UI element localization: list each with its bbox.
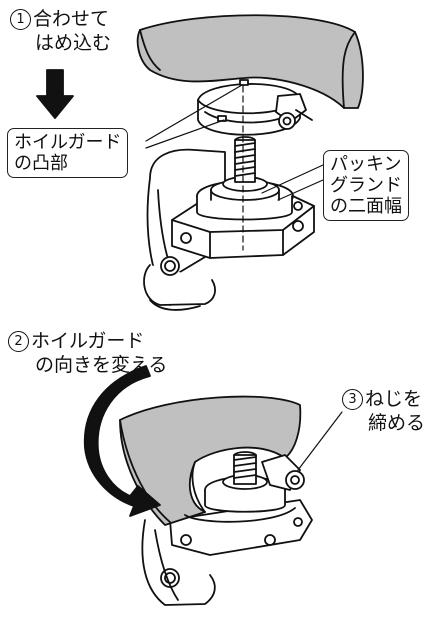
top-grinder-body xyxy=(143,136,315,311)
step3-line1: ねじを xyxy=(365,388,423,410)
step1-line1: 合わせて xyxy=(33,8,110,30)
bottom-wheel-guard xyxy=(119,395,305,526)
callout-gland-line1: パッキン xyxy=(330,154,402,175)
step2-number: 2 xyxy=(8,331,29,352)
step2-line1: ホイルガード xyxy=(31,330,145,352)
rotate-arrow xyxy=(83,365,161,517)
arrow-down xyxy=(36,69,74,119)
step1-number: 1 xyxy=(10,9,31,30)
callout-guard-tab: ホイルガード の凸部 xyxy=(7,128,129,178)
step1-line2: はめ込む xyxy=(35,32,112,54)
step2-line2: の向きを変える xyxy=(35,354,168,376)
top-wheel-guard xyxy=(136,14,364,136)
callout-gland: パッキン グランド の二面幅 xyxy=(323,150,409,221)
callout-guard-tab-line2: の凸部 xyxy=(14,153,68,174)
bottom-grinder-body xyxy=(141,451,313,606)
leader-line-screw xyxy=(297,411,343,471)
callout-gland-line3: の二面幅 xyxy=(330,196,402,217)
step3-line2: 締める xyxy=(368,412,426,434)
step3-number: 3 xyxy=(342,389,363,410)
leader-lines-top xyxy=(145,84,324,251)
callout-guard-tab-line1: ホイルガード xyxy=(14,132,122,153)
callout-gland-line2: グランド xyxy=(330,175,402,196)
